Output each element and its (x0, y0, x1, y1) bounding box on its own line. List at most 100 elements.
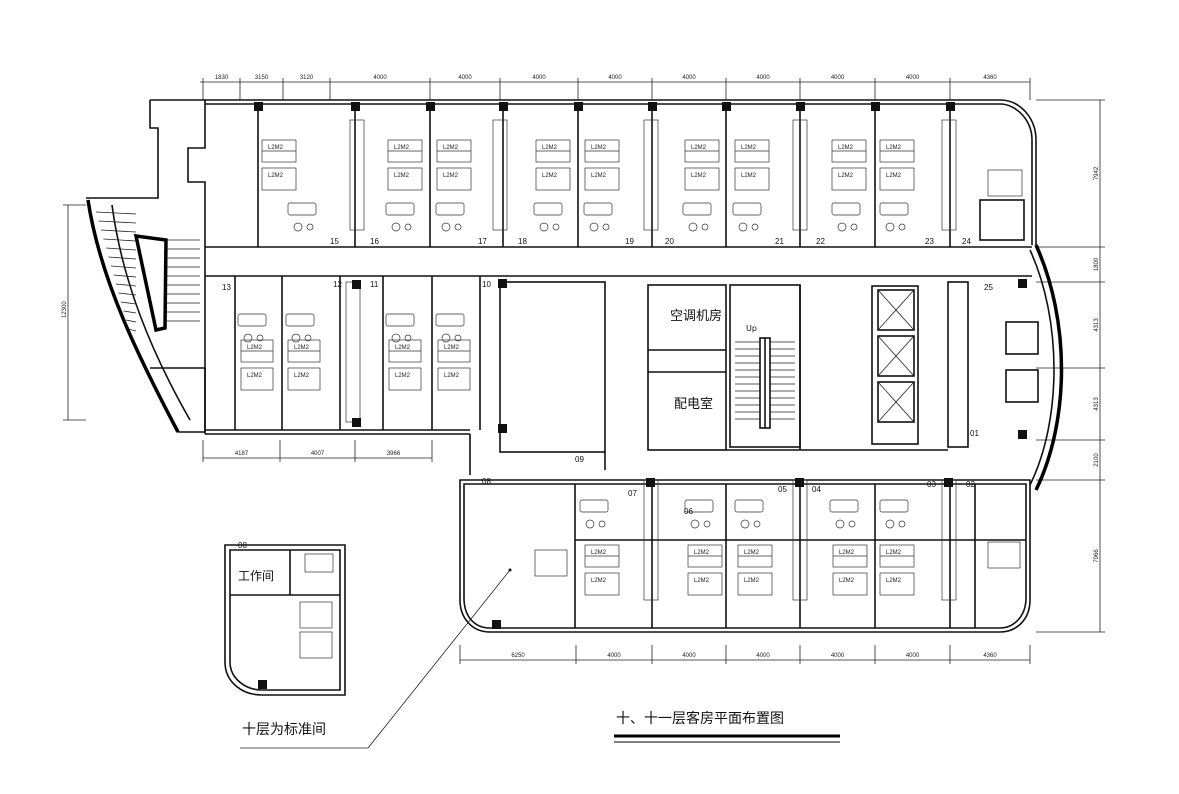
bed-label: L2M2 (744, 550, 760, 556)
sink (598, 520, 606, 528)
bl-dim-label: 4187 (235, 451, 249, 457)
inset-leader (240, 568, 512, 749)
bed (737, 572, 773, 596)
column (492, 620, 501, 629)
room-number-top: 24 (962, 237, 971, 246)
toilet (391, 222, 401, 232)
inset-room-08: 08 (238, 541, 247, 550)
toilet (293, 222, 303, 232)
bed-label: L2M2 (744, 578, 760, 584)
bed-label: L2M2 (741, 173, 757, 179)
column (351, 102, 360, 111)
closet (349, 119, 365, 231)
work-room-label: 工作间 (238, 569, 274, 583)
sink (256, 334, 264, 342)
stair-tread (105, 247, 137, 251)
room-number-top: 21 (775, 237, 784, 246)
sink (404, 334, 412, 342)
bathtub (684, 499, 714, 513)
stair-tread (100, 229, 137, 233)
top-dim-label: 4000 (532, 75, 546, 81)
room-number-bottom: 08 (482, 477, 491, 486)
sink (454, 223, 462, 231)
bed-label: L2M2 (395, 373, 411, 379)
toilet (441, 222, 451, 232)
bed-label: L2M2 (395, 345, 411, 351)
sink (552, 223, 560, 231)
br-dim-label: 4000 (682, 653, 696, 659)
bed (584, 167, 620, 191)
br-dim-label: 4360 (983, 653, 997, 659)
bed-label: L2M2 (839, 550, 855, 556)
bed-label: L2M2 (691, 145, 707, 151)
stair-tread (108, 256, 137, 260)
stair-tread (120, 301, 137, 305)
bathtub (435, 313, 465, 327)
br-dim-label: 6250 (511, 653, 525, 659)
bed-label: L2M2 (694, 550, 710, 556)
bed (387, 167, 423, 191)
room-number-mid: 11 (370, 280, 379, 289)
bed (240, 367, 274, 391)
toilet (585, 519, 595, 529)
bed-label: L2M2 (886, 550, 902, 556)
bed-label: L2M2 (294, 345, 310, 351)
bathtub (879, 499, 909, 513)
core: 空调机房 配电室 Up (647, 284, 948, 451)
bed-label: L2M2 (542, 145, 558, 151)
bed-label: L2M2 (886, 145, 902, 151)
top-dim-label: 4000 (906, 75, 920, 81)
bathtub (831, 202, 861, 216)
bed (879, 572, 915, 596)
room-number-top: 19 (625, 237, 634, 246)
bed-label: L2M2 (247, 345, 263, 351)
column (795, 478, 804, 487)
sink (753, 520, 761, 528)
top-dim-label: 4000 (682, 75, 696, 81)
stair-tread (123, 310, 137, 314)
mid-connector: 09 (469, 279, 606, 475)
sink (850, 223, 858, 231)
stair-tread (110, 265, 137, 269)
toilet (441, 333, 451, 343)
bathroom (979, 199, 1025, 241)
bed-label: L2M2 (741, 145, 757, 151)
sink (304, 334, 312, 342)
room-number-bottom: 02 (966, 480, 975, 489)
bed-label: L2M2 (591, 145, 607, 151)
bed-label: L2M2 (838, 145, 854, 151)
column (646, 478, 655, 487)
bathtub (533, 202, 563, 216)
toilet (740, 519, 750, 529)
room-number-top: 17 (478, 237, 487, 246)
toilet (837, 222, 847, 232)
room-number-bottom: 06 (684, 507, 693, 516)
closet (345, 281, 361, 423)
closet (941, 119, 957, 231)
bed-label: L2M2 (443, 145, 459, 151)
top-rooms: L2M2L2M2L2M2L2M2L2M2L2M2L2M2L2M2L2M2L2M2… (254, 102, 1025, 247)
column (254, 102, 263, 111)
column (648, 102, 657, 111)
bathtub (385, 202, 415, 216)
dim-left-label: 12300 (62, 301, 68, 318)
room-number-bottom: 05 (778, 485, 787, 494)
bed (388, 367, 422, 391)
bed (534, 549, 568, 577)
column (352, 418, 361, 427)
column (946, 102, 955, 111)
bed (987, 541, 1021, 569)
bathtub (879, 202, 909, 216)
bed-label: L2M2 (839, 578, 855, 584)
bathtub (385, 313, 415, 327)
bed (687, 572, 723, 596)
sink (751, 223, 759, 231)
right-dim-label: 7942 (1094, 166, 1100, 180)
column (426, 102, 435, 111)
br-dim-label: 4000 (756, 653, 770, 659)
title-block: 十、十一层客房平面布置图 (614, 710, 840, 743)
bathtub (285, 313, 315, 327)
